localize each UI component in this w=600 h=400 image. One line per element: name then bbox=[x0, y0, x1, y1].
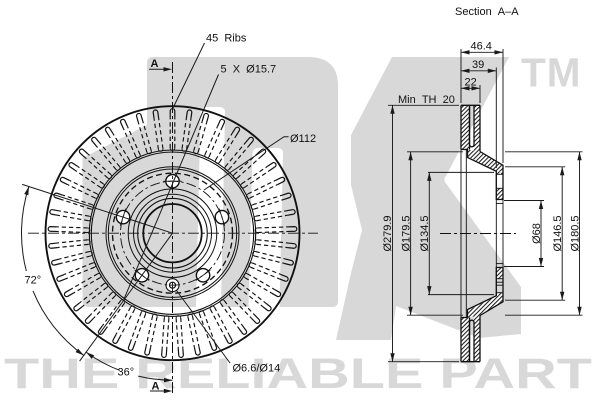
svg-text:Section A–A: Section A–A bbox=[455, 6, 519, 18]
svg-text:Ø279.9: Ø279.9 bbox=[382, 215, 394, 251]
svg-text:Ø68: Ø68 bbox=[531, 223, 543, 244]
svg-text:45 Ribs: 45 Ribs bbox=[206, 33, 247, 45]
svg-text:Ø180.5: Ø180.5 bbox=[569, 215, 581, 251]
svg-text:Ø179.5: Ø179.5 bbox=[400, 215, 412, 251]
svg-text:Ø146.5: Ø146.5 bbox=[552, 215, 564, 251]
svg-text:A: A bbox=[151, 58, 159, 70]
svg-text:A: A bbox=[152, 381, 160, 393]
svg-text:22: 22 bbox=[465, 77, 477, 89]
svg-text:46.4: 46.4 bbox=[471, 41, 492, 53]
svg-text:THE RELIABLE PART: THE RELIABLE PART bbox=[4, 350, 592, 398]
svg-text:72°: 72° bbox=[25, 275, 42, 287]
svg-text:TM: TM bbox=[521, 50, 581, 96]
svg-text:Ø134.5: Ø134.5 bbox=[419, 215, 431, 251]
svg-text:5 X Ø15.7: 5 X Ø15.7 bbox=[221, 64, 277, 76]
svg-text:Min TH 20: Min TH 20 bbox=[398, 94, 455, 106]
svg-text:39: 39 bbox=[472, 59, 484, 71]
svg-text:36°: 36° bbox=[118, 367, 135, 379]
svg-text:Ø112: Ø112 bbox=[290, 133, 316, 145]
svg-text:Ø6.6/Ø14: Ø6.6/Ø14 bbox=[233, 363, 281, 375]
